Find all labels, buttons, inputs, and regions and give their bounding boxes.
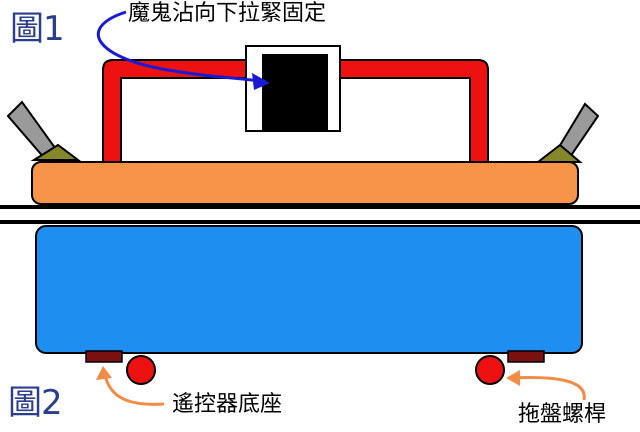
right-wheel: [475, 355, 505, 385]
velcro-strap: [262, 54, 328, 131]
orange-arrowhead-left: [96, 366, 112, 380]
blue-arrowhead: [252, 73, 270, 90]
orange-arrowhead-right: [506, 370, 520, 386]
blue-arrow: [96, 10, 267, 84]
blue-body: [35, 225, 583, 354]
figure-2-label: 圖2: [8, 383, 63, 423]
left-clip-jaw: [30, 143, 81, 161]
remote-base-callout: 遙控器底座: [172, 392, 283, 417]
velcro-callout: 魔鬼沾向下拉緊固定: [128, 1, 327, 26]
left-wheel: [126, 355, 156, 385]
figure-1-label: 圖1: [10, 9, 65, 49]
right-foot: [507, 350, 545, 363]
left-foot: [85, 350, 123, 363]
orange-base-plate: [31, 161, 579, 205]
tray-screw-callout: 拖盤螺桿: [518, 402, 607, 427]
orange-arrow-right: [509, 376, 586, 401]
